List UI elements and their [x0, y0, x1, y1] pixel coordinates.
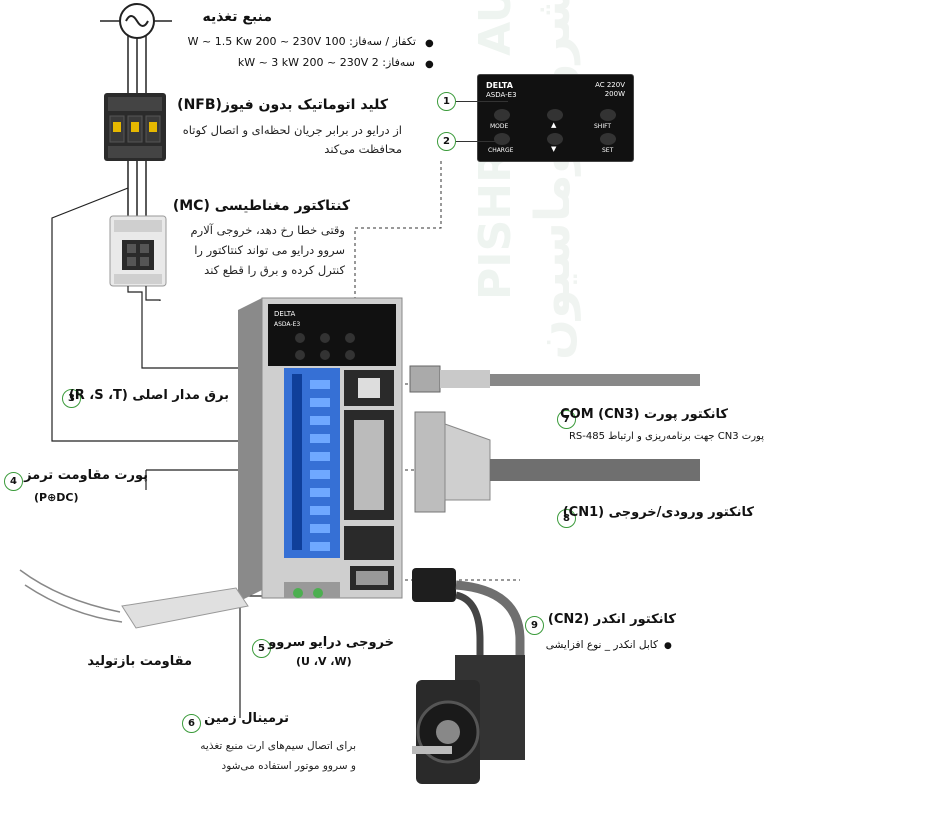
callout-3: 3 [62, 389, 81, 408]
callout-2-leader [456, 141, 496, 142]
contactor-icon [109, 215, 167, 287]
item-6-desc: برای اتصال سیم‌های ارت منبع تغذیه و سروو… [200, 740, 356, 772]
panel-key-down[interactable] [547, 133, 563, 145]
callout-9: 9 [525, 616, 544, 635]
item-8-title: کانکتور ورودی/خروجی (CN1) [562, 505, 754, 520]
panel-key-charge [494, 133, 510, 145]
panel-key-mode-label: MODE [490, 123, 509, 130]
panel-model: ASDA-E3 [486, 91, 517, 99]
panel-key-mode[interactable] [494, 109, 510, 121]
callout-8: 8 [557, 509, 576, 528]
servo-motor-icon [412, 655, 525, 784]
callout-6: 6 [182, 714, 201, 733]
callout-1-leader [456, 101, 508, 102]
item-5-subtitle: (U ،V ،W) [296, 655, 352, 668]
mc-title: کنتاکتور مغناطیسی (MC) [172, 198, 350, 214]
item-3-title: برق مدار اصلی (R ،S ،T) [68, 388, 229, 403]
callout-2: 2 [437, 132, 456, 151]
regen-resistor-icon [19, 569, 249, 629]
item-5-title: خروجی درایو سروو [268, 635, 394, 650]
bullet-icon: ● [425, 38, 434, 49]
keypad-panel: DELTA ASDA-E3 AC 220V 200W MODE ▲ SHIFT … [477, 74, 634, 162]
power-line1: تکفاز / سه‌فاز: 100 W ~ 1.5 Kw 200 ~ 230… [187, 35, 416, 48]
panel-key-up[interactable] [547, 109, 563, 121]
panel-key-down-label: ▼ [551, 145, 557, 153]
panel-key-set-label: SET [602, 147, 614, 154]
callout-4: 4 [4, 472, 23, 491]
callout-1: 1 [437, 92, 456, 111]
svg-text:DELTA: DELTA [274, 310, 295, 318]
nfb-title: کلید اتوماتیک بدون فیوز(NFB) [177, 97, 388, 113]
power-line2: سه‌فاز: 2 kW ~ 3 kW 200 ~ 230V [237, 56, 415, 69]
nfb-breaker-icon [104, 93, 166, 161]
panel-rating2: 200W [604, 90, 625, 98]
panel-key-shift[interactable] [600, 109, 616, 121]
panel-brand: DELTA [486, 81, 513, 90]
power-title: منبع تغذیه [202, 9, 272, 25]
item-4-subtitle: (P⊕DC) [34, 491, 79, 504]
panel-key-up-label: ▲ [551, 121, 557, 129]
ac-source-icon [100, 3, 172, 39]
item-4-title: پورت مقاومت ترمز [24, 468, 148, 483]
panel-rating1: AC 220V [595, 81, 625, 89]
panel-key-set[interactable] [600, 133, 616, 145]
servo-drive-icon: DELTA ASDA-E3 [238, 297, 403, 602]
item-9-title: کانکتور انکدر (CN2) [547, 612, 676, 627]
panel-key-charge-label: CHARGE [488, 147, 514, 154]
callout-5: 5 [252, 639, 271, 658]
bullet-icon: ● [425, 59, 434, 70]
regen-label: مقاومت بازتولید [87, 654, 192, 669]
mc-desc: وقتی خطا رخ دهد، خروجی آلارم سروو درایو … [190, 223, 345, 277]
bullet-icon: ● [664, 641, 672, 651]
item-7-desc: پورت CN3 جهت برنامه‌ریزی و ارتباط RS-485 [568, 431, 764, 442]
item-9-desc: کابل انکدر _ نوع افزایشی [545, 639, 658, 651]
cn2-cable-icon [412, 568, 525, 680]
callout-7: 7 [557, 410, 576, 429]
cn1-cable-icon [414, 411, 700, 513]
item-7-title: کانکتور پورت COM (CN3) [560, 407, 728, 422]
nfb-desc: از درایو در برابر جریان لحظه‌ای و اتصال … [182, 123, 402, 156]
svg-text:ASDA-E3: ASDA-E3 [274, 321, 300, 328]
item-6-title: ترمینال زمین [204, 711, 289, 726]
cn3-cable-icon [409, 365, 700, 393]
panel-key-shift-label: SHIFT [594, 123, 612, 130]
